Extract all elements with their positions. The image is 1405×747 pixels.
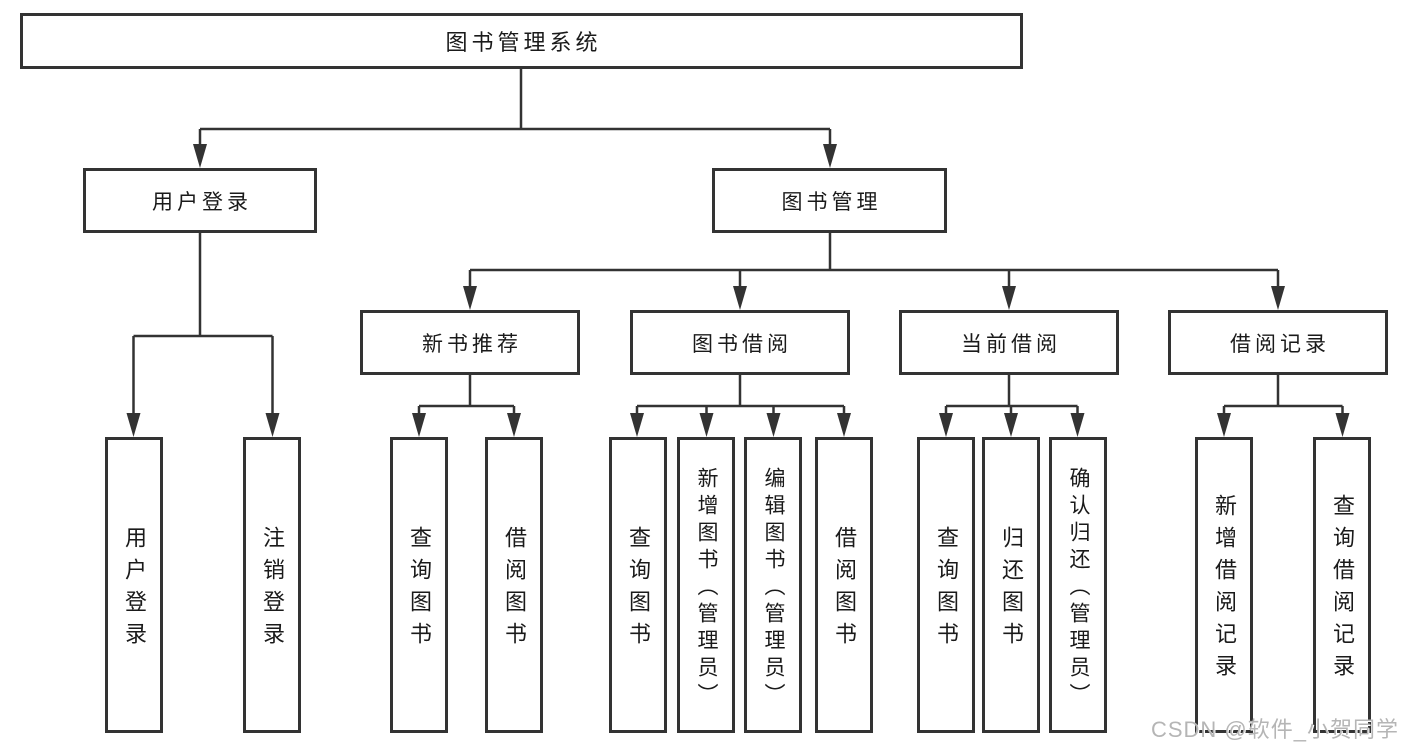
leaf-recommend-borrow-books: 借阅图书 [485, 437, 543, 733]
node-label: 注销登录 [260, 526, 285, 654]
leaf-borrowing-edit-books-admin: 编辑图书（管理员） [744, 437, 802, 733]
node-borrowing-records: 借阅记录 [1168, 310, 1388, 375]
leaf-borrowing-query-books: 查询图书 [609, 437, 667, 733]
node-label: 借阅图书 [502, 526, 527, 654]
node-label: 查询图书 [626, 526, 651, 654]
leaf-user-login: 用户登录 [105, 437, 163, 733]
node-label: 用户登录 [122, 526, 147, 654]
node-label: 图书管理系统 [445, 30, 602, 55]
node-label: 确认归还（管理员） [1067, 466, 1090, 710]
node-label: 当前借阅 [961, 332, 1061, 356]
watermark: CSDN @软件_小贺同学 [1150, 717, 1399, 742]
node-label: 新增图书（管理员） [695, 466, 718, 710]
node-user-login: 用户登录 [83, 168, 317, 233]
node-book-borrowing: 图书借阅 [630, 310, 850, 375]
leaf-records-add-borrow-record: 新增借阅记录 [1195, 437, 1253, 733]
node-label: 归还图书 [999, 526, 1024, 654]
node-new-book-recommendation: 新书推荐 [360, 310, 580, 375]
node-label: 借阅记录 [1230, 332, 1330, 356]
leaf-current-query-books: 查询图书 [917, 437, 975, 733]
node-label: 新书推荐 [422, 332, 522, 356]
leaf-current-confirm-return-admin: 确认归还（管理员） [1049, 437, 1107, 733]
node-label: 图书管理 [781, 190, 882, 214]
node-label: 图书借阅 [692, 332, 792, 356]
leaf-logout: 注销登录 [243, 437, 301, 733]
node-label: 查询图书 [407, 526, 432, 654]
node-label: 用户登录 [152, 190, 252, 214]
node-label: 查询借阅记录 [1330, 494, 1355, 686]
leaf-recommend-query-books: 查询图书 [390, 437, 448, 733]
node-label: 借阅图书 [832, 526, 857, 654]
node-label: 编辑图书（管理员） [762, 466, 785, 710]
leaf-current-return-books: 归还图书 [982, 437, 1040, 733]
leaf-records-query-borrow-record: 查询借阅记录 [1313, 437, 1371, 733]
leaf-borrowing-add-books-admin: 新增图书（管理员） [677, 437, 735, 733]
node-book-management: 图书管理 [712, 168, 947, 233]
leaf-borrowing-borrow-books: 借阅图书 [815, 437, 873, 733]
node-label: 查询图书 [934, 526, 959, 654]
node-label: 新增借阅记录 [1212, 494, 1237, 686]
node-book-management-system: 图书管理系统 [20, 13, 1023, 69]
node-current-borrowing: 当前借阅 [899, 310, 1119, 375]
